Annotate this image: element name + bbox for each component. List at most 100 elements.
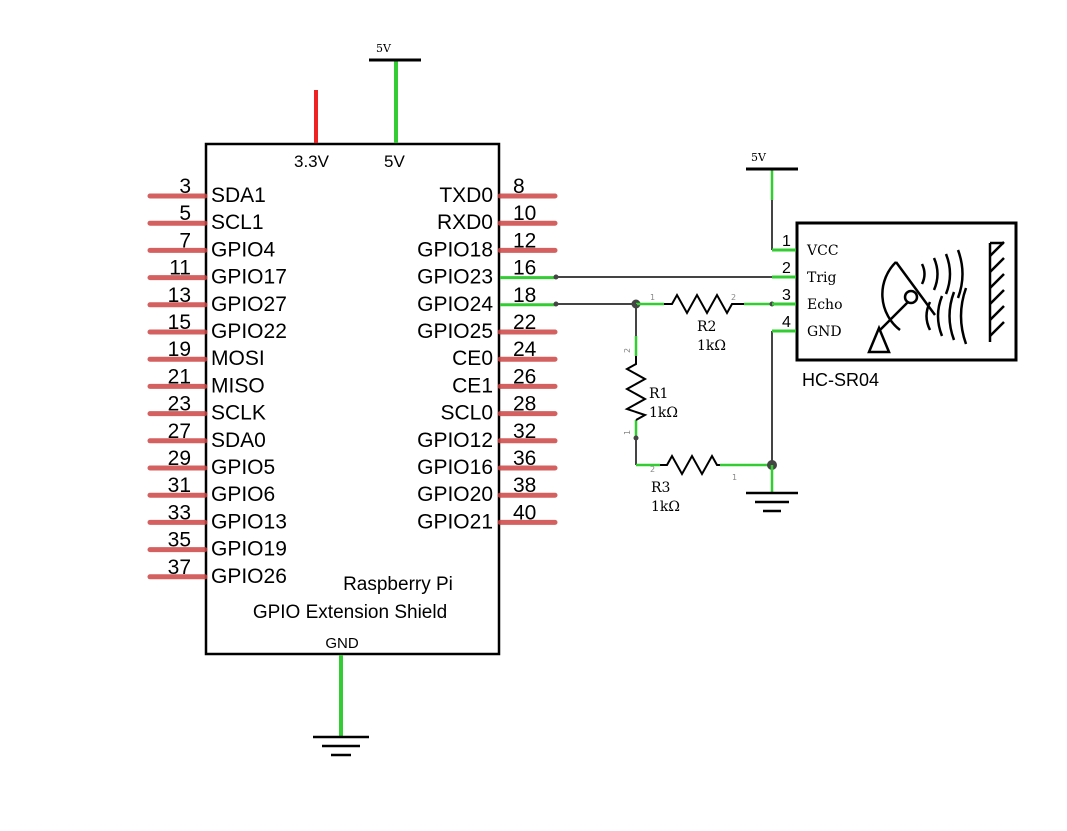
r2-value: 1kΩ xyxy=(697,338,726,354)
pin-number: 18 xyxy=(513,284,536,307)
junction-trig xyxy=(553,274,559,280)
pin-name: GPIO6 xyxy=(211,483,275,506)
pin-number: 28 xyxy=(513,393,536,416)
pin-number: 21 xyxy=(168,365,191,388)
r3-value: 1kΩ xyxy=(651,499,680,515)
pin-name: GPIO26 xyxy=(211,565,287,588)
wires: 5V xyxy=(553,151,798,513)
pin-number: 19 xyxy=(168,338,191,361)
pin-number: 33 xyxy=(168,501,191,524)
pin-name: CE0 xyxy=(452,347,493,370)
pin-name: GPIO13 xyxy=(211,510,287,533)
power-label-5v-board: 5V xyxy=(376,42,392,55)
left-pin-31: 31 GPIO6 xyxy=(147,474,275,506)
pin-name: MOSI xyxy=(211,347,265,370)
ultrasonic-sonar-icon xyxy=(867,241,1005,354)
pin-number: 40 xyxy=(513,501,536,524)
pin-number: 15 xyxy=(168,311,191,334)
left-pin-23: 23 SCLK xyxy=(147,393,266,425)
pin-name: GPIO20 xyxy=(417,483,493,506)
ground-symbol-board xyxy=(313,735,369,757)
ground-symbol-sensor xyxy=(746,491,798,513)
board-3v3-label: 3.3V xyxy=(294,152,330,171)
pin-name: Echo xyxy=(807,297,843,313)
resistor-r3: 2 1 R3 1kΩ xyxy=(650,453,737,515)
r3-label: R3 xyxy=(651,480,670,496)
pin-name: GPIO17 xyxy=(211,266,287,289)
right-pin-18: 18 GPIO24 xyxy=(417,284,556,316)
board-outline xyxy=(204,142,501,656)
pin-number: 27 xyxy=(168,420,191,443)
pin-name: GPIO22 xyxy=(211,320,287,343)
board-5v-label: 5V xyxy=(384,152,405,171)
pin-number: 10 xyxy=(513,202,536,225)
right-pin-24: 24 CE0 xyxy=(452,338,558,370)
pin-number: 1 xyxy=(782,233,791,250)
pin-name: GPIO25 xyxy=(417,320,493,343)
pin-number: 7 xyxy=(179,229,191,252)
pin-number: 26 xyxy=(513,365,536,388)
pin-number: 11 xyxy=(169,257,191,280)
pin-name: GPIO27 xyxy=(211,293,287,316)
svg-text:2: 2 xyxy=(623,348,632,353)
pin-name: GPIO16 xyxy=(417,456,493,479)
right-pin-38: 38 GPIO20 xyxy=(417,474,558,506)
pin-name: GPIO12 xyxy=(417,429,493,452)
pin-number: 29 xyxy=(168,447,191,470)
pin-number: 35 xyxy=(168,529,191,552)
left-pin-33: 33 GPIO13 xyxy=(147,501,287,533)
pin-number: 3 xyxy=(782,287,791,304)
pin-number: 3 xyxy=(179,175,191,198)
right-pin-28: 28 SCL0 xyxy=(440,393,558,425)
svg-text:1: 1 xyxy=(623,430,632,435)
sensor-name: HC-SR04 xyxy=(802,370,879,390)
board-subtitle: GPIO Extension Shield xyxy=(253,602,447,623)
r1-label: R1 xyxy=(649,386,668,402)
right-pin-10: 10 RXD0 xyxy=(437,202,558,234)
svg-text:2: 2 xyxy=(650,465,655,474)
pin-number: 31 xyxy=(168,474,191,497)
resistor-r1: 2 1 R1 1kΩ xyxy=(623,348,678,435)
pin-name: GPIO5 xyxy=(211,456,275,479)
pin-name: GPIO23 xyxy=(417,266,493,289)
left-pin-13: 13 GPIO27 xyxy=(147,284,287,316)
pin-number: 24 xyxy=(513,338,537,361)
pin-name: GPIO19 xyxy=(211,538,287,561)
left-pin-15: 15 GPIO22 xyxy=(147,311,287,343)
pin-number: 36 xyxy=(513,447,536,470)
board-gnd-label: GND xyxy=(325,635,359,652)
pin-name: RXD0 xyxy=(437,211,493,234)
left-pin-11: 11 GPIO17 xyxy=(147,257,287,289)
pin-name: GND xyxy=(807,324,842,340)
pin-name: SCLK xyxy=(211,402,266,425)
pin-number: 13 xyxy=(168,284,191,307)
pin-number: 23 xyxy=(168,393,191,416)
r1-value: 1kΩ xyxy=(649,405,678,421)
right-pin-36: 36 GPIO16 xyxy=(417,447,558,479)
power-label-5v-sensor: 5V xyxy=(751,151,767,164)
left-pin-19: 19 MOSI xyxy=(147,338,265,370)
pin-name: SCL0 xyxy=(440,402,493,425)
pin-name: TXD0 xyxy=(439,184,493,207)
svg-text:1: 1 xyxy=(650,293,655,302)
pin-number: 38 xyxy=(513,474,536,497)
svg-text:2: 2 xyxy=(731,293,736,302)
pin-name: GPIO24 xyxy=(417,293,493,316)
svg-text:1: 1 xyxy=(732,473,737,482)
